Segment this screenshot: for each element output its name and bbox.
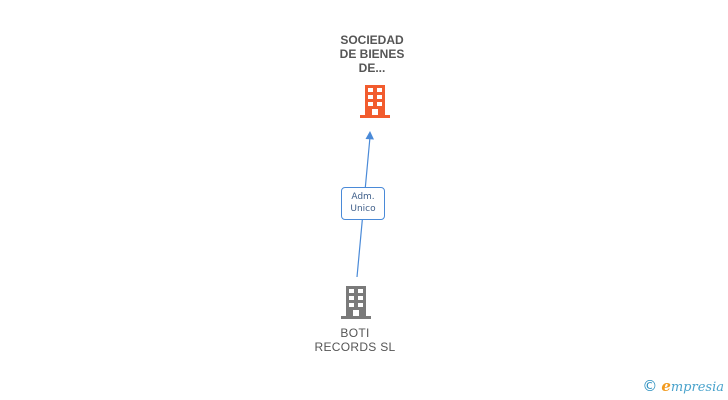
brand-name: mpresia — [670, 380, 724, 395]
brand-logo: empresia — [661, 377, 724, 395]
company-name-top[interactable]: SOCIEDAD DE BIENES DE... — [339, 33, 405, 75]
empresia-watermark: © empresia — [642, 377, 724, 395]
copyright-icon: © — [642, 377, 658, 395]
building-icon[interactable] — [359, 84, 391, 123]
building-icon[interactable] — [340, 285, 372, 324]
company-name-bottom[interactable]: BOTI RECORDS SL — [314, 326, 396, 354]
brand-initial: e — [661, 377, 671, 395]
role-label-box[interactable]: Adm. Unico — [341, 187, 385, 220]
arrowhead — [365, 131, 374, 140]
